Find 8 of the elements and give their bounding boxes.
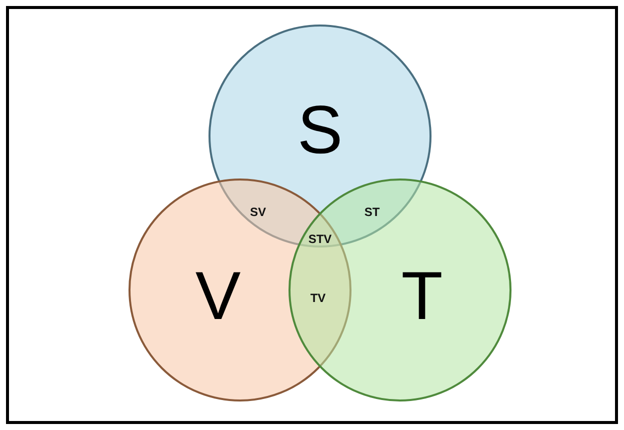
set-label: V bbox=[195, 262, 241, 330]
intersection-label: STV bbox=[308, 232, 332, 246]
set-label: T bbox=[401, 262, 443, 330]
venn-circle bbox=[288, 178, 512, 402]
set-label: S bbox=[297, 96, 343, 164]
intersection-label: TV bbox=[310, 291, 326, 305]
intersection-label: SV bbox=[250, 205, 266, 219]
intersection-label: ST bbox=[364, 205, 380, 219]
